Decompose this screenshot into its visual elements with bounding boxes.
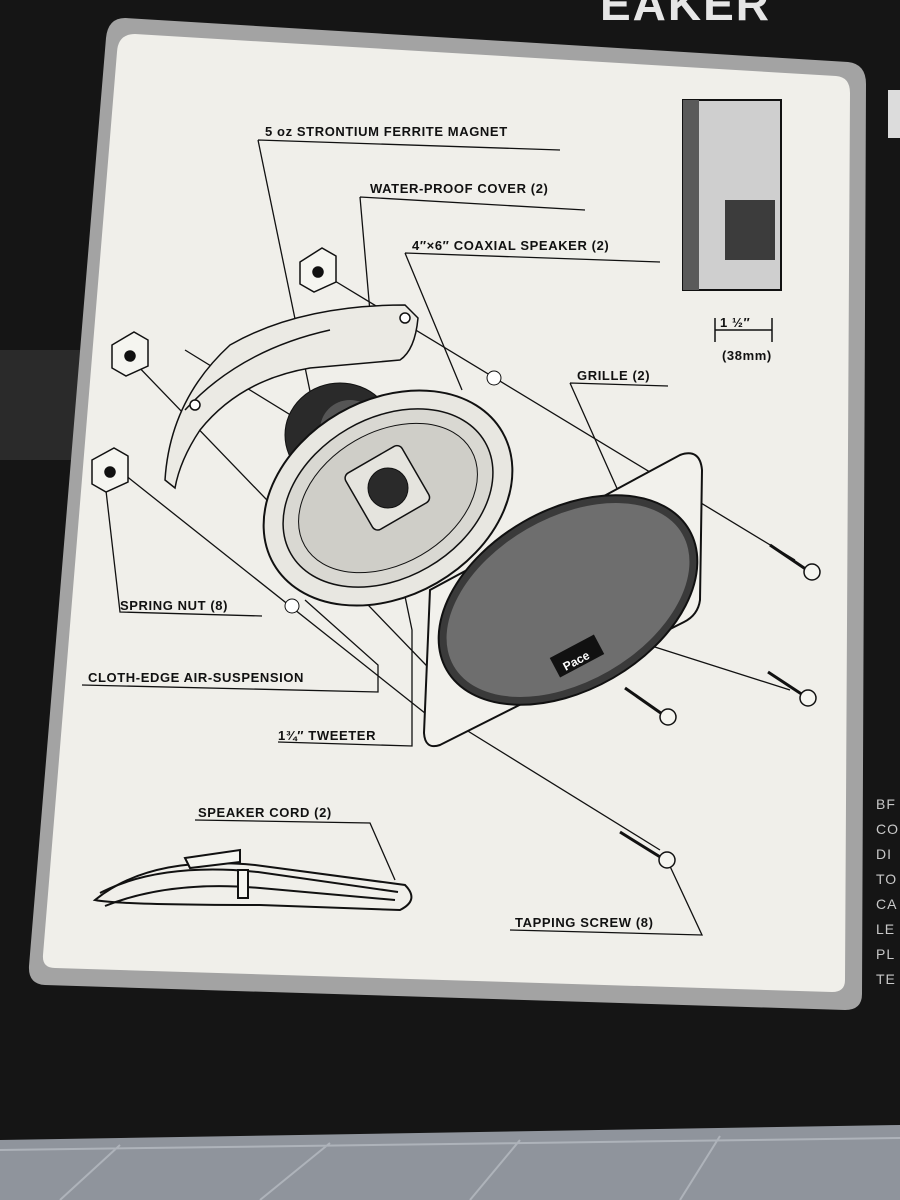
- label-depth-mm: (38mm): [722, 348, 772, 363]
- coaxial-speaker: [262, 370, 514, 614]
- speaker-cord: [92, 848, 413, 912]
- spring-nut-hole: [312, 266, 324, 278]
- water-proof-cover: [164, 304, 419, 490]
- spring-nut-leader: [104, 481, 263, 617]
- floor-grout: [0, 1135, 900, 1200]
- label-speaker-cord: SPEAKER CORD (2): [198, 805, 332, 820]
- label-grille: GRILLE (2): [577, 368, 650, 383]
- label-coaxial-speaker: 4″×6″ COAXIAL SPEAKER (2): [412, 238, 609, 253]
- side-text-line: LE: [876, 921, 895, 937]
- cord-connector: [183, 848, 241, 870]
- side-text-line: PL: [876, 946, 895, 962]
- grille: Pace: [422, 452, 704, 748]
- label-depth-inches: 1 ½″: [720, 315, 750, 330]
- axis-line-bottom: [449, 719, 661, 851]
- magnet-leader: [257, 139, 561, 431]
- screw-heads: [658, 563, 821, 869]
- side-text-line: BF: [876, 796, 896, 812]
- tapping-screw: [624, 686, 666, 718]
- label-tweeter: 1¾″ TWEETER: [278, 728, 376, 743]
- side-grille-edge: [683, 100, 699, 290]
- coaxial-leader: [404, 252, 661, 391]
- spring-nut-hole: [124, 350, 136, 362]
- side-text-line: TE: [876, 971, 896, 987]
- label-suspension: CLOTH-EDGE AIR-SUSPENSION: [88, 670, 304, 685]
- side-magnet: [725, 200, 775, 260]
- mount-hole: [486, 370, 502, 386]
- side-text-line: DI: [876, 846, 892, 862]
- tapping-screws: [619, 543, 811, 862]
- side-text: BF CO DI TO CA LE PL TE: [876, 796, 899, 987]
- label-spring-nut: SPRING NUT (8): [120, 598, 228, 613]
- speaker-side-view: [682, 99, 782, 342]
- side-text-line: CA: [876, 896, 897, 912]
- cord-tie: [237, 869, 249, 899]
- tapping-screw: [767, 670, 807, 699]
- side-text-line: CO: [876, 821, 899, 837]
- axis-line-low: [124, 474, 441, 726]
- spring-nuts: [91, 247, 337, 493]
- box-header-text: EAKER: [600, 0, 771, 30]
- floor-surface: [0, 1125, 900, 1200]
- tapping-screw: [769, 543, 811, 574]
- tweeter-dome: [367, 467, 409, 509]
- label-tapping-screw: TAPPING SCREW (8): [515, 915, 654, 930]
- label-cover: WATER-PROOF COVER (2): [370, 181, 548, 196]
- side-text-line: TO: [876, 871, 897, 887]
- cord-leader: [194, 819, 396, 881]
- label-magnet: 5 oz STRONTIUM FERRITE MAGNET: [265, 124, 508, 139]
- suspension-leader: [81, 599, 379, 693]
- screw-leader: [509, 861, 704, 936]
- grille-logo-plate: [549, 634, 605, 678]
- mount-hole: [284, 598, 300, 614]
- spring-nut-hole: [104, 466, 116, 478]
- side-letter-fragment: [888, 90, 900, 138]
- tapping-screw: [619, 830, 666, 862]
